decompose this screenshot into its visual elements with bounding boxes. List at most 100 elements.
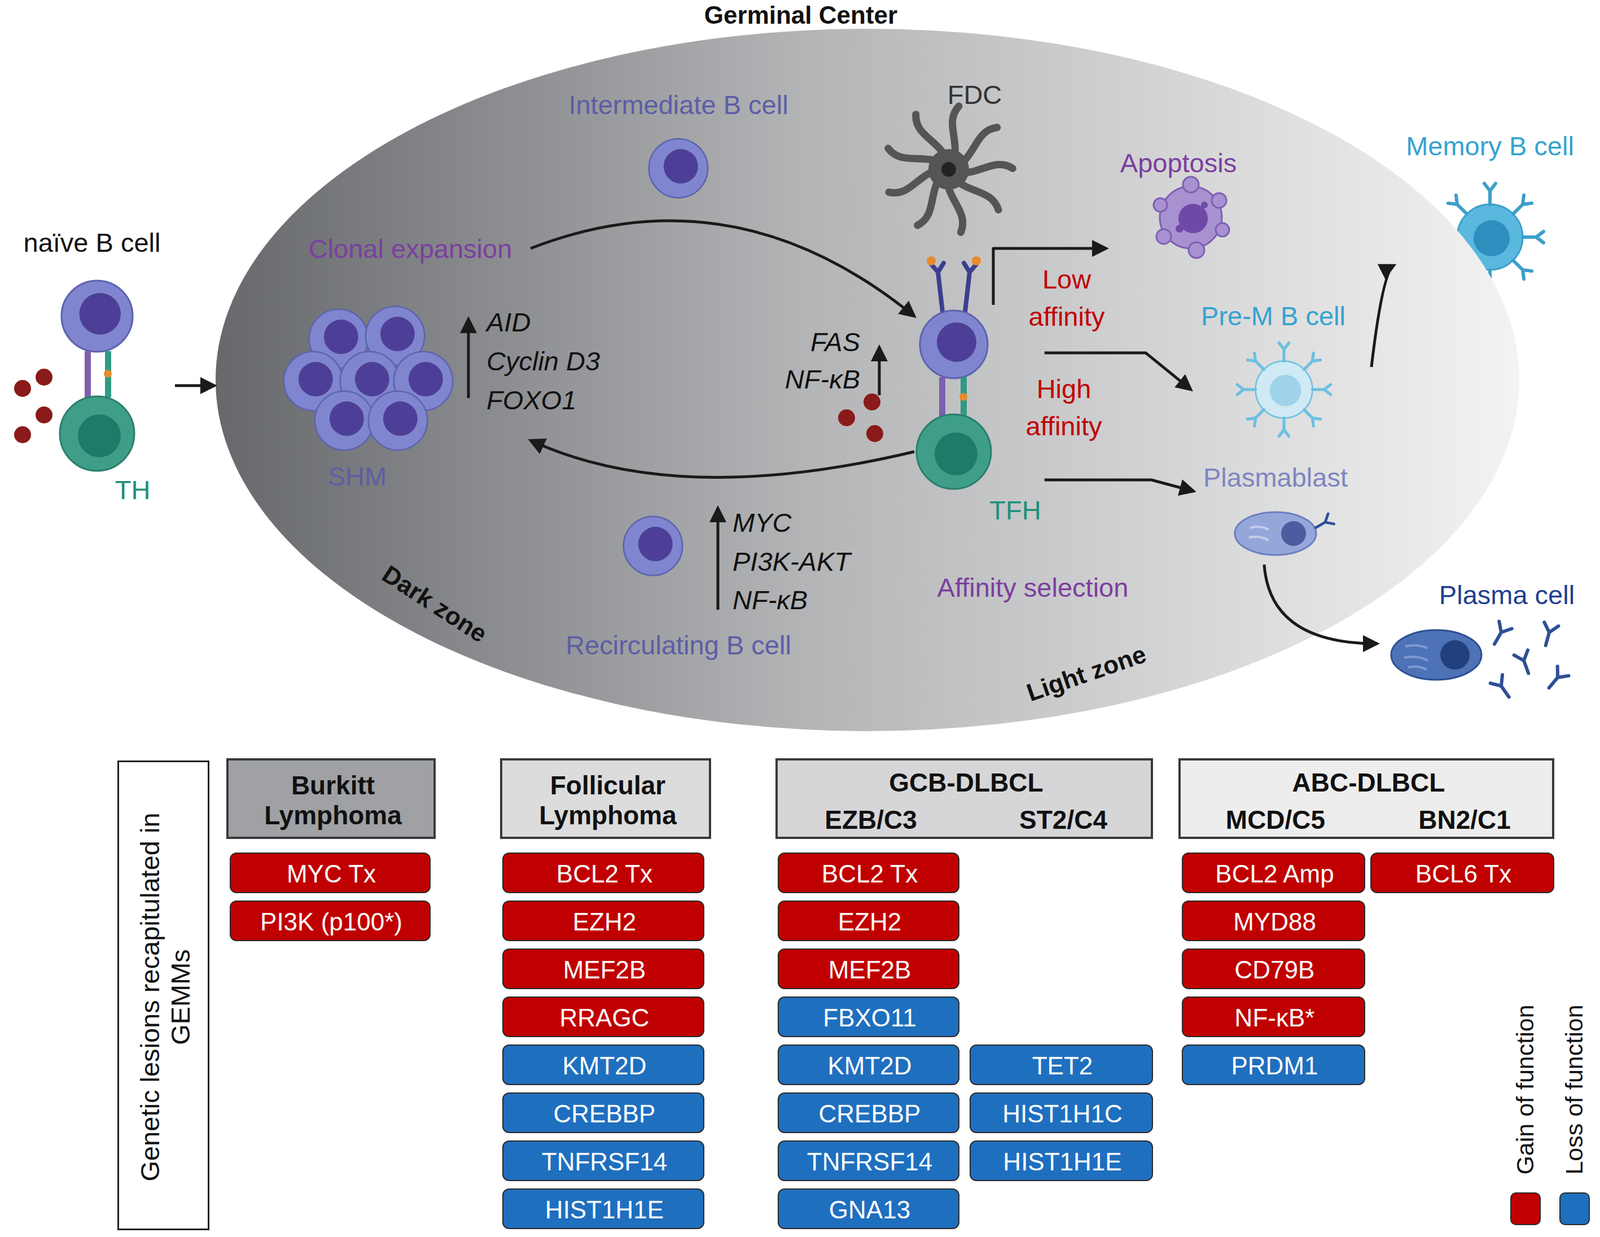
node-text: BCL2 Amp	[1215, 859, 1334, 888]
clonal-cluster	[283, 306, 453, 450]
node-text: Plasma cell	[1439, 579, 1575, 610]
node-text: PI3K (p100*)	[260, 907, 403, 936]
node-text: MCD/C5	[1225, 804, 1326, 835]
node-text-slot: Intermediate B cell	[568, 89, 788, 121]
node-text: CREBBP	[818, 1099, 922, 1128]
node-text: Plasmablast	[1203, 462, 1348, 493]
gene-box: HIST1H1E	[969, 1140, 1154, 1181]
annotation-slot: NF-κB	[732, 584, 808, 616]
node-text: MYD88	[1233, 907, 1317, 936]
node-text-slot: CREBBP	[818, 1099, 922, 1129]
annotation-slot: Affinity selection	[937, 572, 1129, 603]
gene-box: CREBBP	[502, 1092, 705, 1133]
legend-text: Loss of function	[1560, 1004, 1588, 1174]
annotation: MYC	[732, 507, 792, 538]
node-text-slot: EZH2	[838, 907, 902, 937]
node-text-slot: TNFRSF14	[807, 1147, 933, 1177]
gene-box: TNFRSF14	[502, 1140, 705, 1181]
node-text: BCL6 Tx	[1415, 859, 1512, 888]
node-text-slot: Genetic lesions recapitulated in GEMMs	[134, 782, 196, 1212]
node-text: Apoptosis	[1120, 147, 1237, 178]
node-text-slot: BCL6 Tx	[1415, 859, 1512, 889]
gene-box: HIST1H1C	[969, 1092, 1154, 1133]
annotation-slot: NF-κB	[785, 364, 861, 395]
node-text: GNA13	[829, 1195, 911, 1223]
node-text-slot: FDC	[947, 79, 1003, 111]
gene-box: TNFRSF14	[777, 1140, 960, 1181]
gene-box: EZH2	[502, 900, 705, 941]
side-box: Genetic lesions recapitulated in GEMMs	[117, 760, 210, 1230]
gene-box: TET2	[969, 1044, 1154, 1085]
legend-swatch	[1559, 1191, 1590, 1225]
gene-box: CD79B	[1181, 948, 1366, 989]
cell-node: Apoptosis	[1106, 141, 1276, 260]
light-zone-b-cell	[838, 256, 992, 489]
connector-arrow	[1044, 479, 1194, 492]
node-text: NF-κB*	[1234, 1003, 1315, 1032]
node-text-slot: Pre-M B cell	[1200, 300, 1346, 332]
node-text: Pre-M B cell	[1200, 300, 1346, 331]
legend-text-slot: Loss of function	[1560, 1004, 1589, 1174]
node-text-slot: BCL2 Amp	[1215, 859, 1334, 889]
node-text: Follicular Lymphoma	[538, 770, 677, 830]
plasmablast-cell	[1234, 511, 1335, 555]
connector-arrow	[1371, 265, 1395, 367]
node-text-slot: Dark zone	[377, 559, 493, 649]
memory-b-cell	[1436, 183, 1544, 291]
node-text: TNFRSF14	[541, 1147, 668, 1176]
gene-box: MEF2B	[777, 948, 960, 989]
plasma-cell	[1391, 621, 1569, 702]
node-text: KMT2D	[827, 1051, 912, 1080]
node-text-slot: GNA13	[829, 1195, 911, 1225]
cell-node: Memory B cell	[1394, 126, 1586, 291]
edge-label: High affinity	[1026, 373, 1103, 441]
gene-box: CREBBP	[777, 1092, 960, 1133]
header-box: Burkitt Lymphoma	[226, 757, 436, 839]
germinal-center: Germinal CenterDark zoneLight zoneClonal…	[214, 27, 1521, 732]
node-text: FBXO11	[822, 1003, 916, 1032]
legend-text-slot: Gain of function	[1511, 1004, 1540, 1174]
edge-label: Low affinity	[1028, 264, 1106, 332]
node-text: MYC Tx	[286, 859, 376, 888]
node-text: Recirculating B cell	[565, 629, 792, 660]
node-text-slot: Follicular Lymphoma	[514, 770, 701, 831]
node-text: KMT2D	[562, 1051, 647, 1080]
node-text-slot: BN2/C1	[1418, 804, 1511, 835]
node-text: MEF2B	[563, 955, 647, 984]
node-text-slot: ABC-DLBCL	[1292, 767, 1446, 798]
node-text-slot: CD79B	[1234, 955, 1315, 985]
node-text: FDC	[947, 79, 1003, 110]
node-text: EZH2	[838, 907, 902, 936]
node-text-slot: SHM	[327, 461, 387, 492]
node-text-slot: Memory B cell	[1405, 130, 1575, 162]
cell-node: naïve B cellTH	[11, 222, 175, 517]
annotation-slot: PI3K-AKT	[732, 546, 851, 577]
node-text: EZB/C3	[824, 804, 918, 835]
node-text: HIST1H1E	[545, 1195, 664, 1223]
node-text-slot: Germinal Center	[704, 2, 898, 28]
connector-arrow	[530, 220, 915, 317]
node-text-slot: Burkitt Lymphoma	[239, 770, 427, 831]
node-text-slot: MEF2B	[828, 955, 912, 985]
node-text-slot: ST2/C4	[1019, 804, 1108, 835]
pre-memory-b-cell	[1237, 342, 1331, 436]
cell-node: TH	[53, 389, 161, 507]
annotation-slot: MYC	[732, 507, 792, 538]
node-text-slot: NF-κB*	[1234, 1003, 1315, 1033]
edge-label-slot: High affinity	[998, 370, 1129, 445]
annotation: NF-κB	[785, 364, 861, 394]
gene-box: KMT2D	[777, 1044, 960, 1085]
gene-box: EZH2	[777, 900, 960, 941]
node-text-slot: naïve B cell	[23, 227, 161, 258]
node-text-slot: MYD88	[1233, 907, 1317, 937]
node-text: PRDM1	[1230, 1051, 1318, 1080]
node-text: Memory B cell	[1405, 130, 1575, 161]
node-text-slot: BCL2 Tx	[821, 859, 918, 889]
node-text: HIST1H1C	[1002, 1099, 1123, 1128]
gene-box: BCL2 Amp	[1181, 852, 1366, 893]
node-text-slot: TET2	[1032, 1051, 1094, 1081]
node-text-slot: HIST1H1E	[1002, 1147, 1122, 1177]
node-text-slot: Clonal expansion	[308, 233, 513, 265]
gene-box: MEF2B	[502, 948, 705, 989]
node-text-slot: Recirculating B cell	[565, 629, 792, 661]
